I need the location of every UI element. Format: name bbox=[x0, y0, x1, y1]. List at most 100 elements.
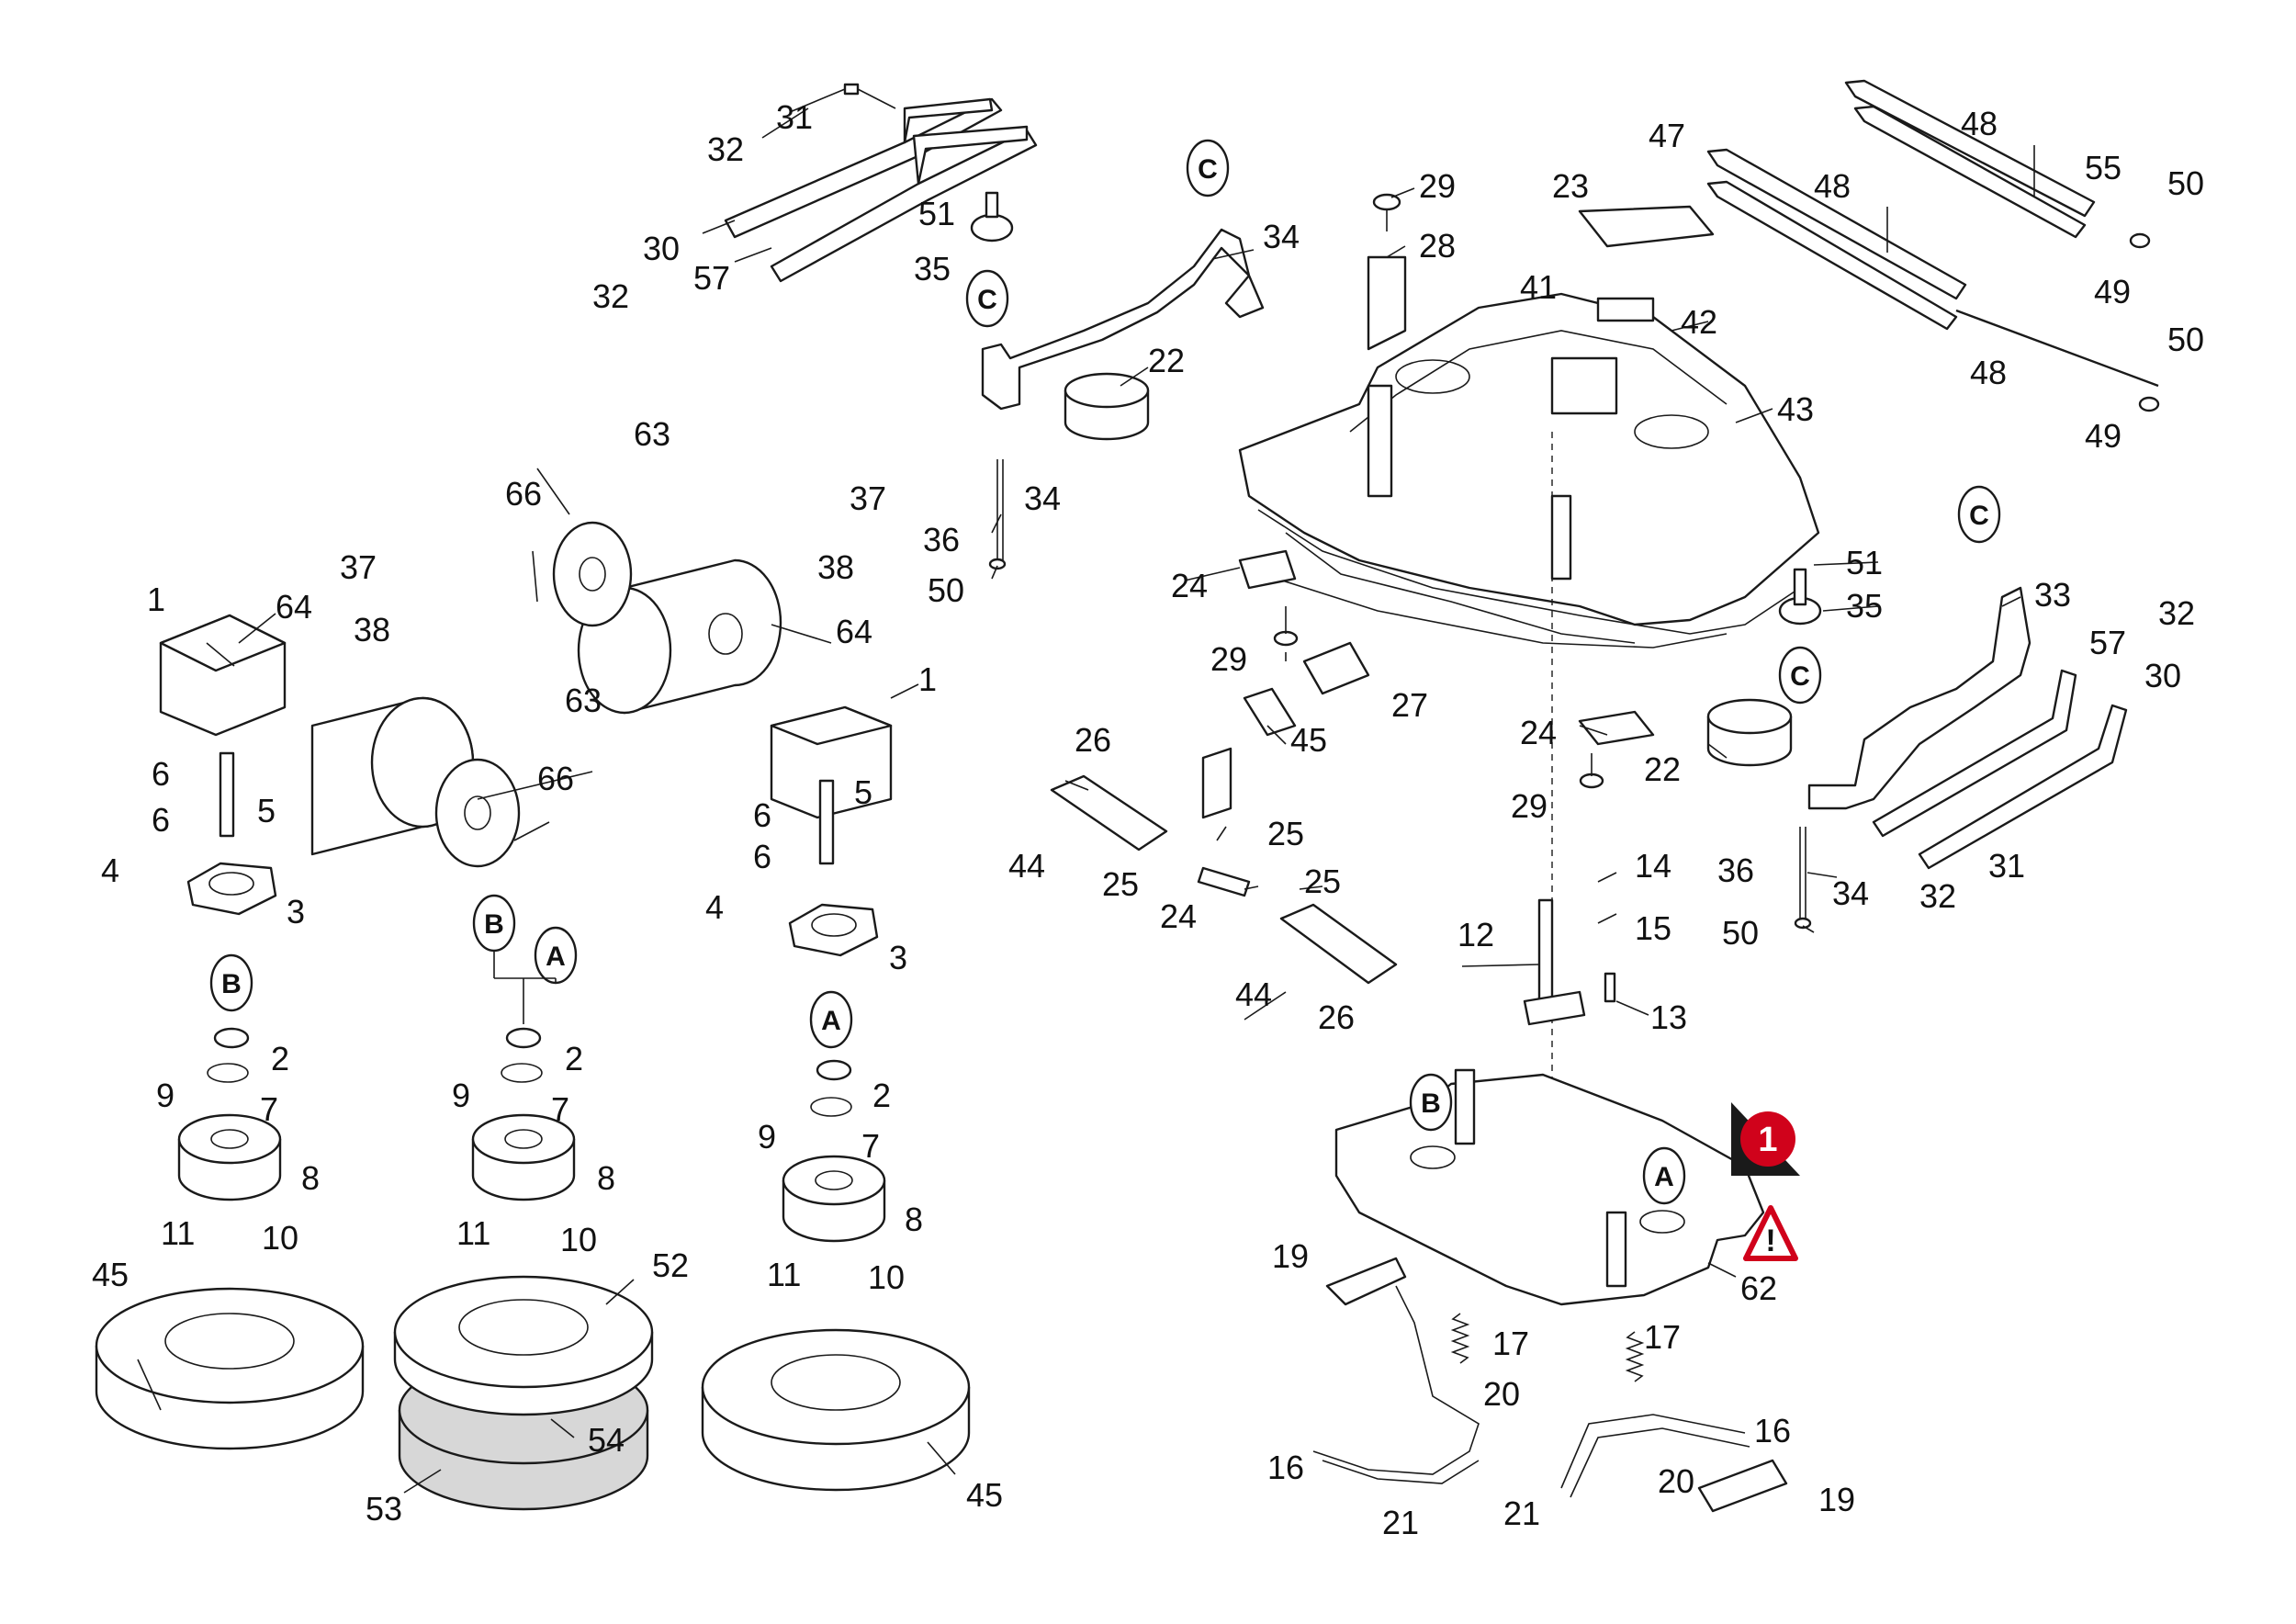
callout-37-b: 35 bbox=[1846, 587, 1883, 625]
callout-3-a: 3 bbox=[287, 893, 305, 930]
callout-53-b: 51 bbox=[1846, 544, 1883, 581]
frame-16-left bbox=[1312, 1285, 1480, 1484]
mount-plate-24-left bbox=[1238, 549, 1297, 590]
callout-28: 27 bbox=[1391, 686, 1428, 724]
marker-c-3: C bbox=[1957, 485, 2001, 544]
callout-9-b: 9 bbox=[452, 1077, 470, 1114]
cover-plate-23 bbox=[1578, 205, 1715, 248]
callout-4-b: 4 bbox=[705, 888, 724, 926]
callout-29: 28 bbox=[1419, 227, 1456, 265]
callout-20-a: 20 bbox=[1483, 1375, 1520, 1413]
base-plate-61 bbox=[1334, 1068, 1765, 1306]
callout-6-b: 6 bbox=[152, 801, 170, 839]
callout-26-b: 25 bbox=[1102, 865, 1139, 903]
callout-26-c: 25 bbox=[1304, 863, 1341, 900]
svg-text:1: 1 bbox=[1758, 1121, 1777, 1159]
marker-a-3: A bbox=[1642, 1146, 1686, 1205]
callout-25: 24 bbox=[1160, 897, 1197, 935]
callout-60-a: 57 bbox=[693, 259, 730, 297]
frame-16-right bbox=[1560, 1414, 1750, 1498]
circlip-9-left bbox=[207, 1063, 249, 1083]
svg-text:A: A bbox=[821, 1006, 841, 1036]
callout-8-b: 8 bbox=[597, 1159, 615, 1197]
bearing-2-right bbox=[816, 1059, 852, 1081]
fan-64-upper bbox=[552, 521, 633, 627]
callout-49: 48 bbox=[1970, 354, 2007, 391]
callout-61: 62 bbox=[1740, 1269, 1777, 1307]
plate-19-right bbox=[1697, 1459, 1788, 1513]
callout-37-a: 35 bbox=[914, 250, 951, 288]
marker-b-2: B bbox=[472, 894, 516, 953]
seal-28 bbox=[1276, 578, 1728, 648]
brush-44-left bbox=[95, 1287, 365, 1450]
callout-7-a: 7 bbox=[260, 1090, 278, 1128]
callout-19-b: 19 bbox=[1818, 1481, 1855, 1518]
bearing-2-left bbox=[213, 1027, 250, 1049]
main-housing-43 bbox=[1238, 292, 1820, 644]
motor-62-left bbox=[310, 696, 475, 856]
rail-57 bbox=[1844, 79, 2096, 239]
screw-30-mid bbox=[1273, 606, 1299, 647]
plate-19-left bbox=[1325, 1257, 1407, 1306]
callout-63-b: 64 bbox=[276, 588, 312, 626]
callout-33-a: 32 bbox=[707, 130, 744, 168]
fitting-25 bbox=[1197, 866, 1251, 897]
callout-35: 34 bbox=[1263, 218, 1300, 255]
bracket-arm-31-right bbox=[1918, 704, 2128, 870]
callout-31-a: 30 bbox=[643, 230, 680, 267]
pad-driver-54 bbox=[393, 1275, 654, 1416]
circlip-9-right bbox=[810, 1097, 852, 1117]
callout-32-b: 31 bbox=[1988, 847, 2025, 885]
rod-49 bbox=[1955, 309, 2159, 388]
callout-1-b: 1 bbox=[147, 581, 165, 618]
callout-41: 41 bbox=[1520, 268, 1557, 306]
marker-b-3: B bbox=[1409, 1073, 1453, 1132]
bracket-arm-60-right bbox=[1872, 669, 2077, 838]
callout-52-b: 50 bbox=[1722, 914, 1759, 952]
callout-33-c: 32 bbox=[2158, 594, 2195, 632]
callout-54: 52 bbox=[652, 1246, 689, 1284]
hose-46 bbox=[1201, 687, 1297, 819]
callout-6-d: 6 bbox=[753, 838, 771, 875]
spring-17-left bbox=[1450, 1313, 1470, 1364]
svg-text:B: B bbox=[484, 909, 504, 940]
callout-43: 43 bbox=[1777, 390, 1814, 428]
pin-36-right bbox=[1794, 827, 1812, 930]
hose-45-upper bbox=[1050, 774, 1168, 851]
callout-16-b: 16 bbox=[1267, 1449, 1304, 1486]
callout-11-a: 11 bbox=[161, 1214, 195, 1252]
callout-27-b: 26 bbox=[1318, 998, 1355, 1036]
callout-63-a: 64 bbox=[836, 613, 872, 650]
counterweight-22-right bbox=[1706, 698, 1793, 767]
shaft-5-right bbox=[818, 779, 835, 865]
callout-64-a: 66 bbox=[505, 475, 542, 513]
svg-text:B: B bbox=[1421, 1088, 1441, 1119]
callout-45-a: 44 bbox=[1008, 847, 1045, 885]
bracket-34 bbox=[1807, 586, 2032, 810]
callout-22-b: 22 bbox=[1644, 750, 1681, 788]
leader-lines bbox=[137, 88, 2021, 1494]
gear-8-centre bbox=[471, 1113, 576, 1201]
marker-a-1: A bbox=[534, 926, 578, 985]
callout-50-b: 49 bbox=[2085, 417, 2122, 455]
warning-triangle-icon: ! bbox=[1743, 1205, 1798, 1261]
callout-6-a: 6 bbox=[152, 755, 170, 793]
svg-text:!: ! bbox=[1765, 1224, 1775, 1258]
bearing-2-centre bbox=[505, 1027, 542, 1049]
callout-30-c: 29 bbox=[1511, 787, 1548, 825]
shaft-5-left bbox=[219, 751, 235, 838]
callout-5-a: 5 bbox=[257, 792, 276, 829]
callout-26-a: 25 bbox=[1267, 815, 1304, 852]
callout-19-a: 19 bbox=[1272, 1237, 1309, 1275]
callout-36-a: 34 bbox=[1024, 479, 1061, 517]
callout-40-b: 38 bbox=[354, 611, 390, 648]
callout-30-a: 29 bbox=[1419, 167, 1456, 205]
callout-51-a: 50 bbox=[2167, 164, 2204, 202]
callout-33-d: 32 bbox=[1919, 877, 1956, 915]
svg-text:C: C bbox=[1790, 661, 1810, 692]
callout-52-a: 50 bbox=[928, 571, 964, 609]
callout-30-b: 29 bbox=[1210, 640, 1247, 678]
callout-27-a: 26 bbox=[1075, 721, 1111, 759]
callout-21-a: 21 bbox=[1382, 1504, 1419, 1541]
brush-44-right bbox=[701, 1328, 971, 1492]
